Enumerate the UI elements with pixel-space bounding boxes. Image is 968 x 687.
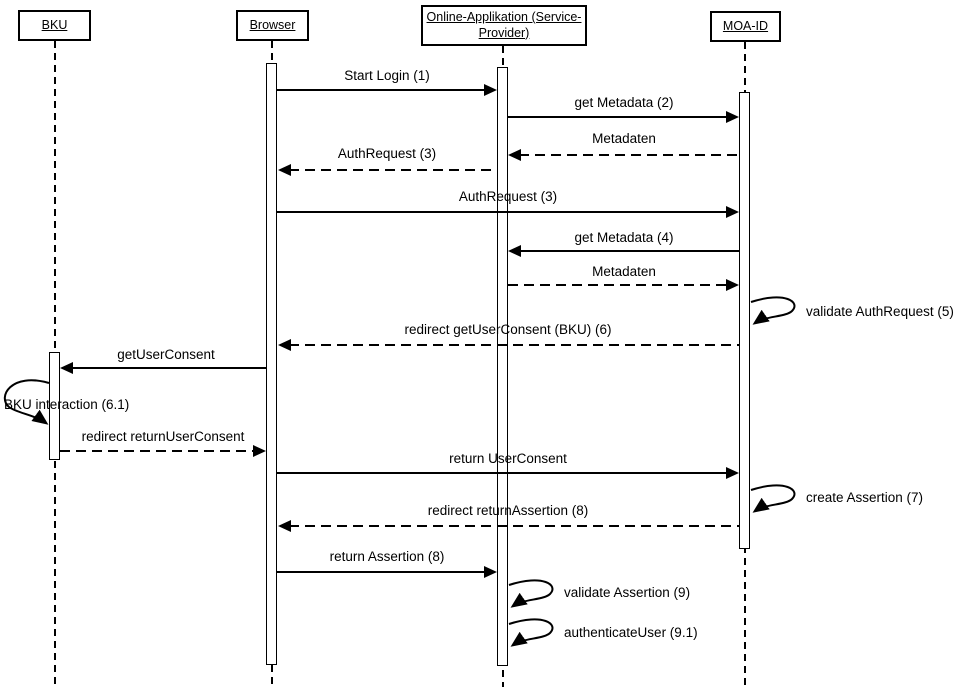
message-label-bku-interaction: BKU interaction (6.1) (4, 397, 130, 412)
message-line-redirect-returnassertion (289, 525, 739, 527)
arrowhead-return-userconsent (726, 467, 739, 479)
message-label-authenticateuser: authenticateUser (9.1) (564, 625, 698, 640)
message-line-return-assertion (277, 571, 486, 573)
message-label-authrequest-return: AuthRequest (3) (337, 146, 437, 161)
arrowhead-metadaten-return-2 (726, 279, 739, 291)
message-label-metadaten-return-1: Metadaten (592, 131, 656, 146)
message-label-create-assertion: create Assertion (7) (806, 490, 924, 505)
message-label-return-userconsent: return UserConsent (449, 451, 567, 466)
message-label-redirect-returnassertion: redirect returnAssertion (8) (427, 503, 589, 518)
message-line-return-userconsent (277, 472, 728, 474)
arrowhead-start-login (484, 84, 497, 96)
message-line-start-login (277, 89, 486, 91)
message-label-start-login: Start Login (1) (344, 68, 430, 83)
activation-bar-browser (266, 63, 277, 665)
arrowhead-get-metadata-2 (726, 111, 739, 123)
actor-label-bku: BKU (41, 17, 68, 32)
message-label-get-metadata-2: get Metadata (2) (574, 95, 674, 110)
message-line-redirect-getuserconsent (289, 344, 739, 346)
activation-bar-bku (49, 352, 60, 460)
self-loop-authenticateuser (508, 618, 554, 647)
actor-box-bku: BKU (18, 10, 91, 41)
message-line-getuserconsent (71, 367, 267, 369)
message-line-authrequest-return (289, 169, 497, 171)
actor-label-browser: Browser (249, 17, 296, 32)
message-line-metadaten-return-1 (519, 154, 739, 156)
actor-box-online-applikation: Online-Applikation (Service-Provider) (421, 5, 587, 46)
arrowhead-metadaten-return-1 (508, 149, 521, 161)
message-label-validate-assertion: validate Assertion (9) (564, 585, 691, 600)
arrowhead-redirect-getuserconsent (278, 339, 291, 351)
arrowhead-redirect-returnassertion (278, 520, 291, 532)
message-label-get-metadata-4: get Metadata (4) (574, 230, 674, 245)
arrowhead-authrequest-return (278, 164, 291, 176)
actor-box-browser: Browser (236, 10, 309, 41)
activation-bar-online-applikation (497, 67, 508, 666)
actor-label-moa-id: MOA-ID (722, 18, 769, 33)
arrowhead-get-metadata-4 (508, 245, 521, 257)
arrowhead-redirect-returnuserconsent (253, 445, 266, 457)
arrowhead-return-assertion (484, 566, 497, 578)
message-label-redirect-returnuserconsent: redirect returnUserConsent (81, 429, 245, 444)
self-loop-create-assertion (750, 484, 796, 513)
self-loop-validate-authrequest (750, 296, 796, 325)
message-line-authrequest-forward (277, 211, 728, 213)
self-loop-validate-assertion (508, 579, 554, 608)
message-label-getuserconsent: getUserConsent (117, 347, 215, 362)
actor-box-moa-id: MOA-ID (710, 11, 781, 42)
self-loop-bku-interaction (3, 379, 50, 425)
arrowhead-authrequest-forward (726, 206, 739, 218)
arrowhead-getuserconsent (60, 362, 73, 374)
message-label-redirect-getuserconsent: redirect getUserConsent (BKU) (6) (404, 322, 612, 337)
message-label-authrequest-forward: AuthRequest (3) (458, 189, 558, 204)
message-label-metadaten-return-2: Metadaten (592, 264, 656, 279)
message-line-get-metadata-4 (519, 250, 739, 252)
message-label-return-assertion: return Assertion (8) (329, 549, 445, 564)
message-line-redirect-returnuserconsent (60, 450, 256, 452)
message-line-metadaten-return-2 (508, 284, 728, 286)
message-label-validate-authrequest: validate AuthRequest (5) (806, 304, 954, 319)
actor-label-online-applikation: Online-Applikation (Service-Provider) (426, 9, 582, 40)
activation-bar-moa-id (739, 92, 750, 549)
message-line-get-metadata-2 (508, 116, 728, 118)
